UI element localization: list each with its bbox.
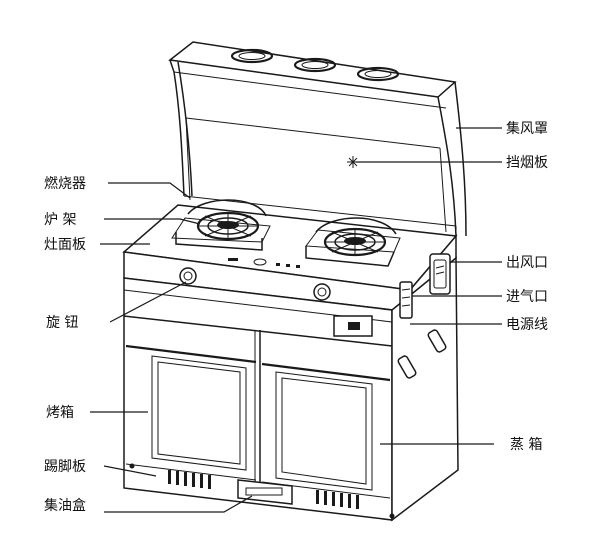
- leader-lines: [90, 127, 502, 513]
- leader-pan-support: [104, 218, 201, 225]
- knob-right[interactable]: [313, 283, 331, 301]
- burner-right: [305, 217, 401, 267]
- label-steamer: 蒸 箱: [510, 437, 542, 453]
- label-power-cord: 电源线: [506, 317, 548, 333]
- label-oven: 烤箱: [46, 405, 74, 421]
- hood-vent-2: [293, 57, 337, 73]
- kickboard-vents-left: [125, 463, 257, 489]
- control-display: [228, 258, 300, 268]
- oil-box[interactable]: [237, 479, 293, 505]
- baffle-mark-icon: [347, 156, 359, 168]
- steamer-door[interactable]: [261, 362, 391, 491]
- leader-burner: [108, 182, 191, 199]
- hood-top: [168, 41, 457, 98]
- side-air-inlet: [399, 281, 413, 319]
- leader-kickboard: [103, 465, 157, 477]
- knob-left[interactable]: [179, 267, 197, 285]
- label-air-inlet: 进气口: [506, 289, 548, 305]
- side-air-outlet: [429, 253, 451, 295]
- side-handles: [397, 329, 447, 379]
- burner-left: [171, 199, 271, 251]
- leader-knob: [109, 281, 187, 323]
- hood-vent-3: [356, 66, 400, 82]
- label-hood: 集风罩: [506, 120, 548, 137]
- label-pan-support: 炉 架: [44, 212, 76, 228]
- hood-left-post: [169, 59, 193, 197]
- leader-oil-box: [104, 495, 253, 513]
- label-burner: 燃烧器: [44, 175, 86, 192]
- labels: 集风罩 挡烟板 燃烧器 炉 架 灶面板 出风口 进气口 旋 钮 电源线 烤箱 蒸…: [44, 120, 548, 514]
- hood-vent-1: [230, 48, 274, 64]
- hood-assembly: [168, 41, 467, 237]
- cabinet: [123, 253, 459, 522]
- label-oil-box: 集油盒: [44, 497, 86, 514]
- label-cooktop-panel: 灶面板: [44, 237, 86, 253]
- label-kickboard: 踢脚板: [44, 459, 86, 475]
- hood-right-post: [437, 81, 467, 237]
- oven-door[interactable]: [125, 344, 257, 471]
- label-smoke-baffle: 挡烟板: [506, 155, 548, 171]
- label-air-outlet: 出风口: [506, 255, 548, 271]
- label-knob: 旋 钮: [46, 315, 78, 331]
